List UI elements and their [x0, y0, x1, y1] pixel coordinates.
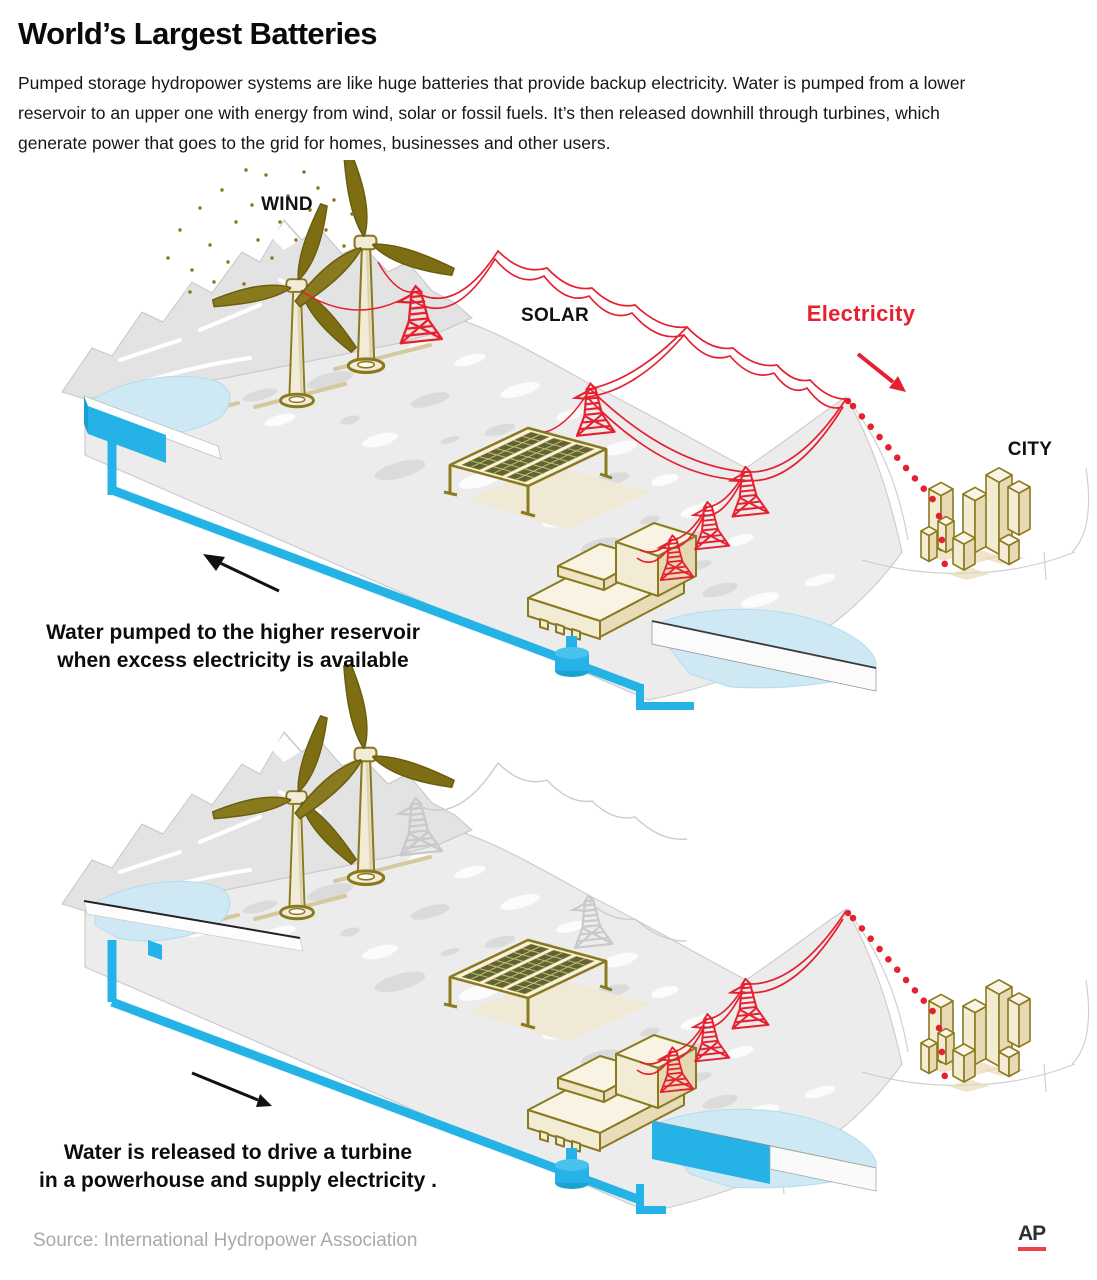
power-lines	[414, 761, 847, 1076]
pumping-caption: Water pumped to the higher reservoir whe…	[46, 621, 420, 672]
upper-reservoir-full	[83, 375, 231, 495]
upper-reservoir-drained	[83, 880, 304, 1002]
power-lines	[302, 249, 847, 564]
releasing-scene	[83, 761, 949, 1214]
electricity-label: Electricity	[806, 301, 916, 326]
lower-reservoir-full	[636, 1108, 877, 1214]
ap-logo-text: AP	[1018, 1222, 1046, 1245]
electricity-dotted-line	[849, 914, 940, 1019]
solar-label: SOLAR	[521, 305, 589, 326]
intro-text: Pumped storage hydropower systems are li…	[18, 73, 966, 153]
pumping-direction-arrow	[203, 554, 280, 593]
releasing-caption: Water is released to drive a turbine in …	[39, 1141, 437, 1192]
electricity-dotted-line	[849, 402, 940, 507]
wind-speckles	[166, 168, 362, 294]
wind-label: WIND	[261, 194, 313, 215]
lower-reservoir-low	[636, 608, 877, 710]
electricity-arrow	[856, 352, 906, 392]
pumped-storage-illustration	[0, 160, 1097, 1235]
city-label: CITY	[1007, 439, 1053, 460]
release-direction-arrow	[191, 1071, 272, 1107]
page-title: World’s Largest Batteries	[18, 16, 377, 51]
ap-logo-bar	[1018, 1247, 1046, 1251]
pumping-scene	[83, 168, 949, 710]
ap-logo: AP	[1018, 1222, 1058, 1251]
source-credit: Source: International Hydropower Associa…	[33, 1230, 418, 1251]
